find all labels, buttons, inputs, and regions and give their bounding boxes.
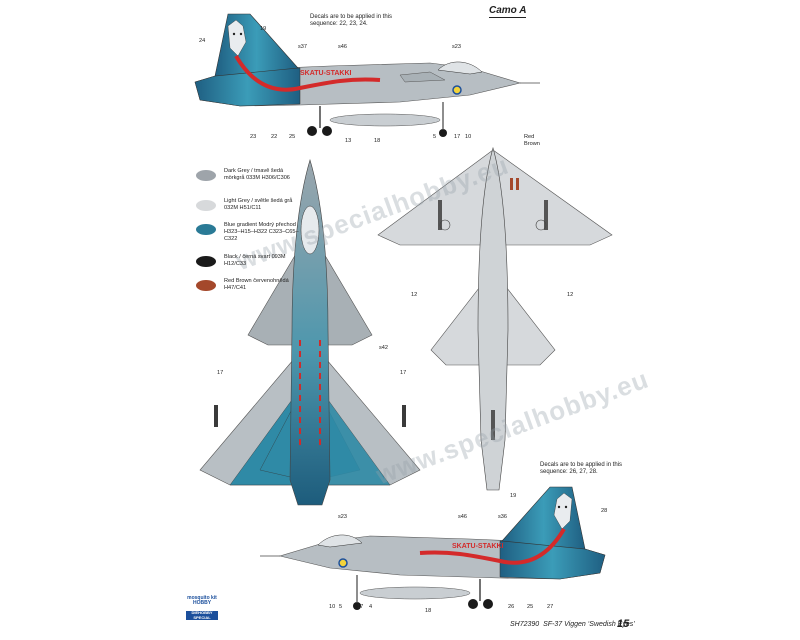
legend-swatch: [196, 280, 216, 291]
callout: 28: [601, 508, 608, 514]
callout: 23: [250, 134, 257, 140]
callout: 5: [433, 134, 437, 140]
callout: s23: [338, 514, 348, 520]
callout: 19: [510, 493, 517, 499]
side-profile-top: [194, 13, 540, 137]
callout: 19: [260, 26, 267, 32]
camo-title: Camo A: [489, 5, 527, 18]
callout: 26: [508, 604, 515, 610]
side-profile-bottom: [260, 486, 606, 610]
callout: 13: [345, 138, 352, 144]
nose-art-text-top: SKATU-STAKKI: [300, 70, 352, 77]
callout: 24: [199, 38, 206, 44]
legend-swatch: [196, 170, 216, 181]
page-footer: SH72390 SF-37 Viggen ‘Swedish Eyes’: [510, 621, 635, 628]
callout: 10: [329, 604, 336, 610]
callout: Red Brown: [524, 134, 540, 147]
nose-art-text-bottom: SKATU-STAKKI: [452, 543, 504, 550]
callout: 4: [369, 604, 373, 610]
callout: 10: [465, 134, 472, 140]
decal-sequence-note-top: Decals are to be applied in this sequenc…: [310, 14, 393, 27]
page-number: 15: [617, 618, 630, 630]
callout: s36: [498, 514, 508, 520]
callout: 22: [271, 134, 278, 140]
legend-text: Light Grey / světle šedá grå 032M H51/C1…: [224, 198, 293, 211]
callout: 25: [289, 134, 296, 140]
callout: 12: [567, 292, 574, 298]
callout: 18: [374, 138, 381, 144]
callout: s46: [458, 514, 468, 520]
callout: s46: [338, 44, 348, 50]
legend-text: Blue gradient Modrý přechod H323–H15–H32…: [224, 222, 299, 242]
callout: 17: [357, 604, 364, 610]
callout: 27: [547, 604, 554, 610]
callout: 25: [527, 604, 534, 610]
legend-swatch: [196, 200, 216, 211]
callout: 5: [339, 604, 343, 610]
callout: 17: [400, 370, 407, 376]
callout: 12: [411, 292, 418, 298]
callout: 18: [425, 608, 432, 614]
plan-view-lower: [377, 146, 613, 491]
callout: s42: [379, 345, 389, 351]
special-hobby-logo: DIEHOBBY SPECIAL: [186, 610, 218, 620]
plan-view-upper: [199, 158, 421, 506]
callout: s23: [452, 44, 462, 50]
legend-text: Black / černá svart 093M H12/C33: [224, 254, 286, 267]
callout: 17: [217, 370, 224, 376]
callout: s37: [298, 44, 308, 50]
legend-swatch: [196, 224, 216, 235]
mosquito-hobby-logo: mosquito kit HOBBY: [187, 595, 217, 606]
legend-swatch: [196, 256, 216, 267]
kit-code: SH72390: [510, 621, 540, 628]
kit-title: SF-37 Viggen ‘Swedish Eyes’: [543, 621, 635, 628]
legend-text: Red Brown červenohnědá H47/C41: [224, 278, 289, 291]
legend-text: Dark Grey / tmavě šedá mörkgrå 033M H306…: [224, 168, 290, 181]
callout: 17: [454, 134, 461, 140]
decal-sequence-note-bottom: Decals are to be applied in this sequenc…: [540, 462, 623, 475]
